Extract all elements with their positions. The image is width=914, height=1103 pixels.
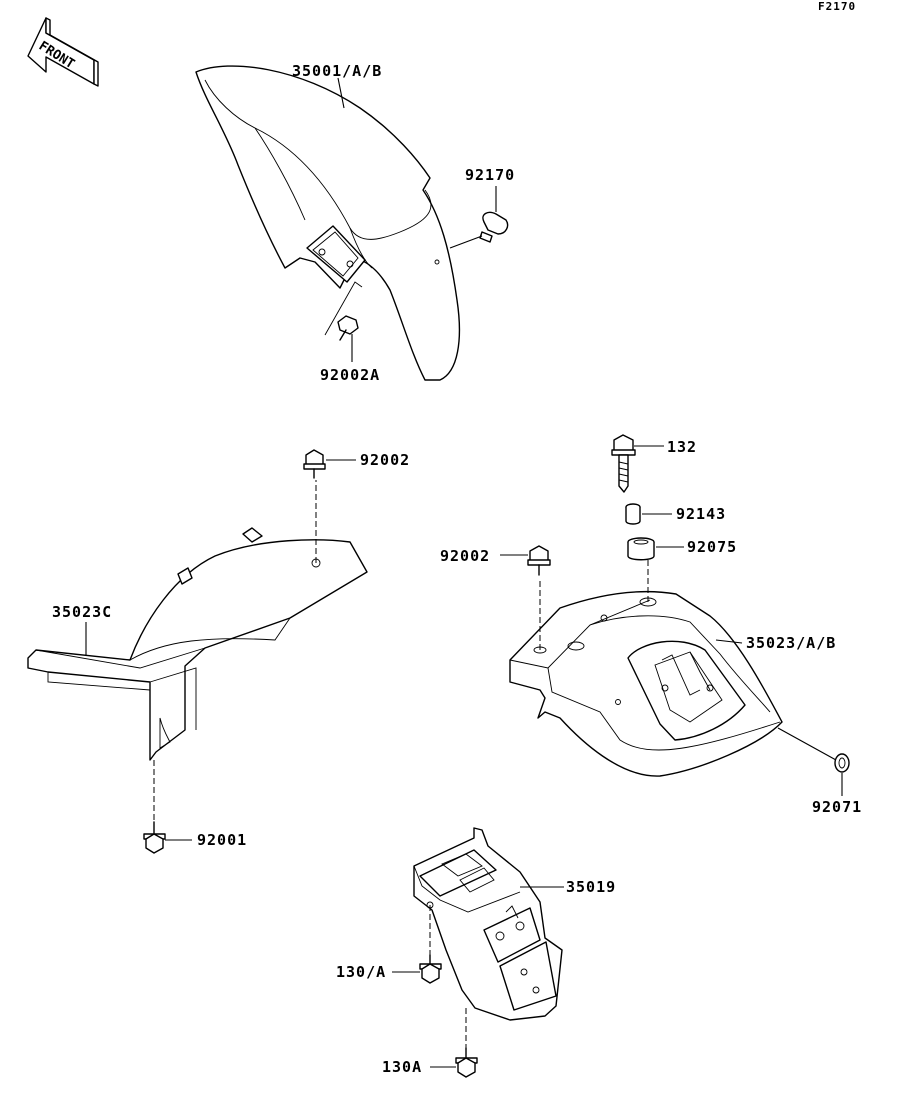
front-arrow-icon: FRONT: [27, 17, 99, 87]
nut-part: [834, 753, 850, 796]
rear-fender-part: [509, 560, 837, 777]
bolt-132-part: [611, 434, 664, 493]
label-flap: 35019: [566, 878, 616, 896]
label-front-fender: 35001/A/B: [292, 62, 382, 80]
front-bolt-part: [324, 281, 363, 362]
diagram-code: F2170: [818, 0, 856, 13]
label-inner-fender: 35023C: [52, 603, 112, 621]
label-lower-bolt-left: 92001: [197, 831, 247, 849]
label-clamp: 92170: [465, 166, 515, 184]
label-bolt-130a: 130A: [382, 1058, 422, 1076]
label-bolt-132: 132: [667, 438, 697, 456]
label-bolt-130: 130/A: [336, 963, 386, 981]
label-upper-bolt-left: 92002: [360, 451, 410, 469]
label-collar: 92143: [676, 505, 726, 523]
collar-part: [625, 503, 672, 525]
clamp-part: [449, 186, 509, 249]
label-bolt-right: 92002: [440, 547, 490, 565]
upper-bolt-left-part: [303, 449, 356, 479]
bolt-right-part: [500, 545, 551, 576]
bolt-130-part: [392, 954, 442, 984]
lower-bolt-left-part: [143, 821, 192, 854]
label-nut: 92071: [812, 798, 862, 816]
front-fender-part: [195, 65, 461, 381]
damper-part: [627, 537, 684, 561]
bolt-130a-part: [430, 1047, 478, 1078]
label-front-bolt: 92002A: [320, 366, 380, 384]
label-damper: 92075: [687, 538, 737, 556]
flap-part: [413, 827, 564, 1048]
inner-fender-part: [27, 480, 368, 822]
label-rear-fender: 35023/A/B: [746, 634, 836, 652]
